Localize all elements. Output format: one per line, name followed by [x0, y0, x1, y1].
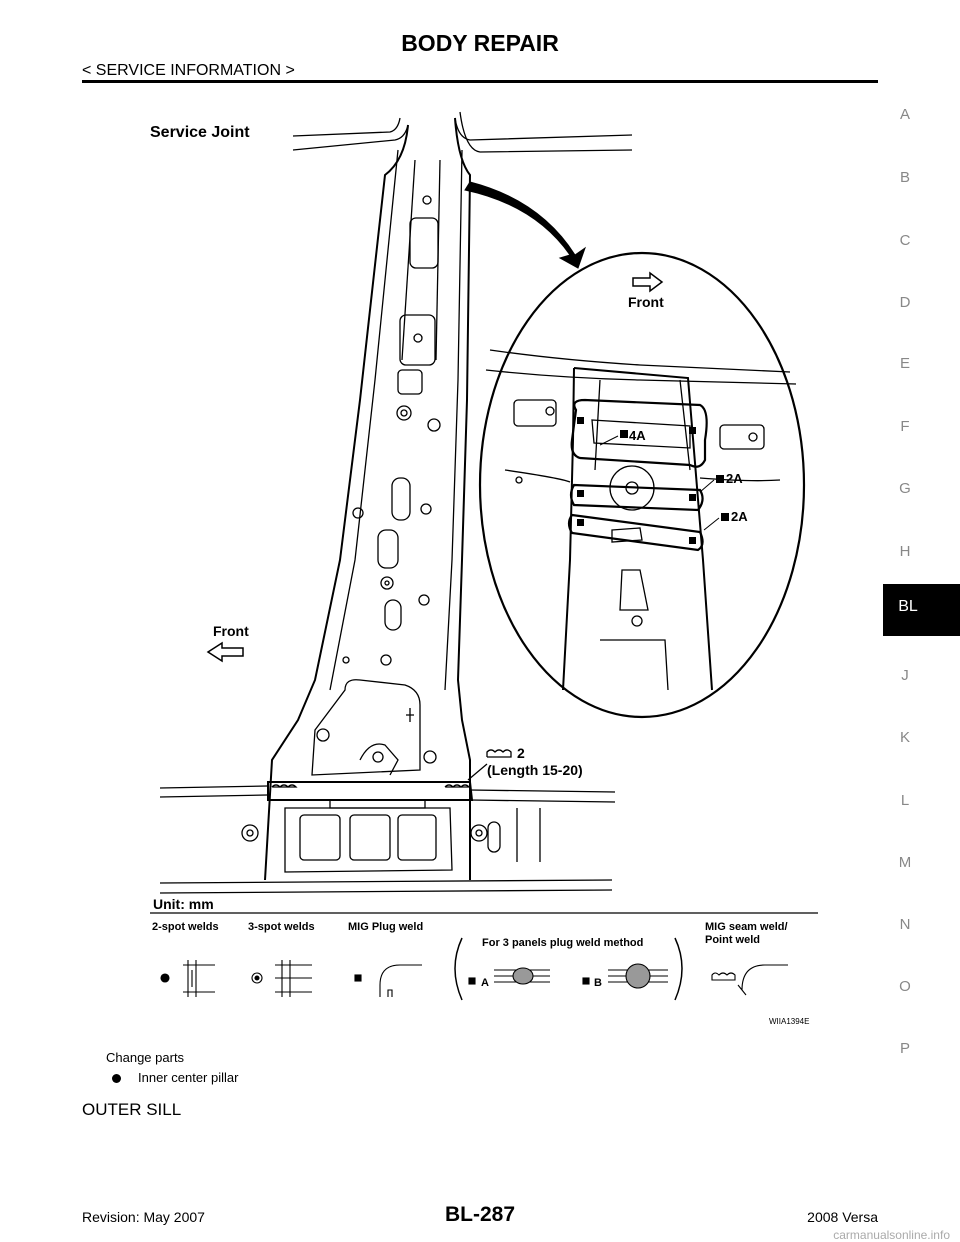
footer-revision: Revision: May 2007 [82, 1209, 205, 1225]
tab-n[interactable]: N [899, 916, 911, 933]
tab-bl-active[interactable] [883, 584, 960, 636]
tab-f[interactable]: F [900, 418, 910, 435]
tab-d[interactable]: D [899, 294, 911, 311]
figure-code: WIIA1394E [769, 1017, 809, 1026]
figure-title: Service Joint [150, 124, 250, 141]
next-section-heading: OUTER SILL [82, 1100, 182, 1119]
weld-label-4a: 4A [629, 428, 646, 443]
footer-model: 2008 Versa [807, 1209, 878, 1225]
legend-3-spot-label: 3-spot welds [248, 921, 315, 933]
tab-h[interactable]: H [899, 543, 911, 560]
bullet-item: Inner center pillar [138, 1070, 239, 1085]
change-parts-label: Change parts [106, 1050, 185, 1065]
legend-mig-plug-label: MIG Plug weld [348, 921, 423, 933]
seam-length-label: (Length 15-20) [487, 762, 583, 778]
seam-count-label: 2 [517, 745, 525, 761]
tab-b[interactable]: B [899, 169, 910, 186]
legend-method-b-label: B [594, 977, 602, 989]
service-joint-diagram: Service Joint Front Front 4A 2A 2A 2 (Le… [150, 111, 818, 1026]
tab-c[interactable]: C [899, 232, 911, 249]
weld-label-2a-lower: 2A [731, 509, 748, 524]
tab-bl-label: BL [898, 598, 918, 615]
front-label-left: Front [213, 623, 249, 639]
tab-j[interactable]: J [901, 667, 909, 684]
bullet-dot [112, 1074, 121, 1083]
tab-o[interactable]: O [899, 978, 911, 995]
legend-point-weld-label: Point weld [705, 934, 760, 946]
tab-a[interactable]: A [899, 106, 910, 123]
legend-method-a-label: A [481, 977, 489, 989]
header-divider [82, 80, 878, 83]
legend-3-panels-label: For 3 panels plug weld method [482, 937, 643, 949]
unit-label: Unit: mm [153, 896, 214, 912]
tab-g[interactable]: G [899, 480, 911, 497]
tab-k[interactable]: K [899, 729, 910, 746]
page-title: BODY REPAIR [401, 30, 559, 56]
legend-2-spot-label: 2-spot welds [152, 921, 219, 933]
tab-m[interactable]: M [898, 854, 912, 871]
legend-mig-seam-label: MIG seam weld/ [705, 921, 788, 933]
section-label: < SERVICE INFORMATION > [82, 62, 295, 79]
weld-label-2a-upper: 2A [726, 471, 743, 486]
watermark: carmanualsonline.info [833, 1228, 950, 1242]
tab-p[interactable]: P [899, 1040, 910, 1057]
front-label-top: Front [628, 294, 664, 310]
tab-e[interactable]: E [899, 355, 910, 372]
footer-page-number: BL-287 [444, 1203, 516, 1226]
tab-l[interactable]: L [900, 792, 910, 809]
